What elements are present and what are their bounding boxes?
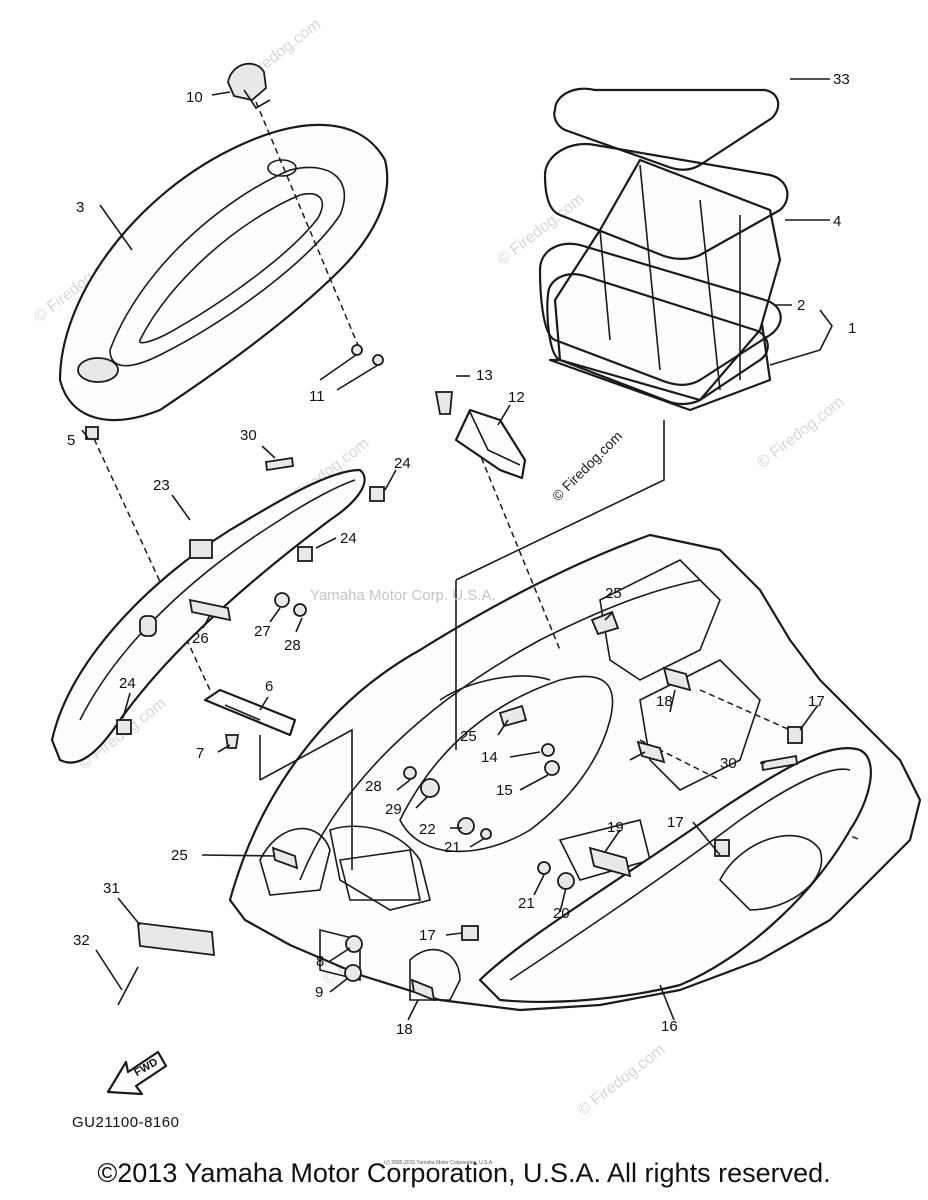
callout-26: 26 [192, 630, 209, 647]
callout-24: 24 [119, 675, 136, 692]
right-side-panel [478, 747, 872, 1003]
overlay-watermark: Yamaha Motor Corp. U.S.A. [310, 587, 496, 604]
leader-lines [81, 78, 833, 1021]
callout-28: 28 [365, 778, 382, 795]
callout-21: 21 [444, 839, 461, 856]
callout-27: 27 [254, 623, 271, 640]
callout-16: 16 [661, 1018, 678, 1035]
hatch-cover [58, 123, 389, 422]
callout-24: 24 [340, 530, 357, 547]
site-watermark-dark: © Firedog.com [549, 428, 625, 504]
callout-25: 25 [460, 728, 477, 745]
callout-25: 25 [605, 585, 622, 602]
callout-7: 7 [196, 745, 204, 762]
callout-9: 9 [315, 984, 323, 1001]
callout-3: 3 [76, 199, 84, 216]
callout-11: 11 [309, 388, 325, 405]
callout-29: 29 [385, 801, 402, 818]
callout-14: 14 [481, 749, 498, 766]
callout-19: 19 [607, 819, 624, 836]
callout-18: 18 [396, 1021, 413, 1038]
callout-1: 1 [848, 320, 856, 337]
callout-4: 4 [833, 213, 841, 230]
callout-31: 31 [103, 880, 120, 897]
callout-20: 20 [553, 905, 570, 922]
callout-17: 17 [808, 693, 825, 710]
watermark-text: © Firedog.com [575, 1041, 668, 1119]
callout-8: 8 [316, 953, 324, 970]
callout-30: 30 [240, 427, 257, 444]
callout-24: 24 [394, 455, 411, 472]
callout-30: 30 [720, 755, 737, 772]
callout-18: 18 [656, 693, 673, 710]
callout-6: 6 [265, 678, 273, 695]
storage-bin [538, 87, 789, 412]
callout-25: 25 [171, 847, 188, 864]
callout-2: 2 [797, 297, 805, 314]
callout-23: 23 [153, 477, 170, 494]
callout-17: 17 [667, 814, 684, 831]
forward-arrow-icon: FWD [106, 1050, 168, 1096]
callout-15: 15 [496, 782, 513, 799]
callout-13: 13 [476, 367, 493, 384]
callout-28: 28 [284, 637, 301, 654]
callout-33: 33 [833, 71, 850, 88]
plate [203, 688, 297, 737]
tiny-copyright-note: (c) 2005-2015 Yamaha Motor Corporation, … [384, 1160, 494, 1166]
callout-12: 12 [508, 389, 525, 406]
callout-numbers: 10 3 33 4 2 1 11 13 12 5 30 24 23 24 25 … [67, 71, 856, 1038]
callout-22: 22 [419, 821, 436, 838]
copyright-notice: ©2013 Yamaha Motor Corporation, U.S.A. A… [97, 1158, 831, 1188]
callout-17: 17 [419, 927, 436, 944]
callout-5: 5 [67, 432, 75, 449]
bracket [454, 408, 527, 480]
cap-part [227, 62, 271, 110]
callout-21: 21 [518, 895, 535, 912]
watermark-text: © Firedog.com [494, 191, 587, 269]
watermark-text: © Firedog.com [754, 394, 847, 472]
callout-10: 10 [186, 89, 203, 106]
diagram-code: GU21100-8160 [72, 1114, 180, 1131]
callout-32: 32 [73, 932, 90, 949]
